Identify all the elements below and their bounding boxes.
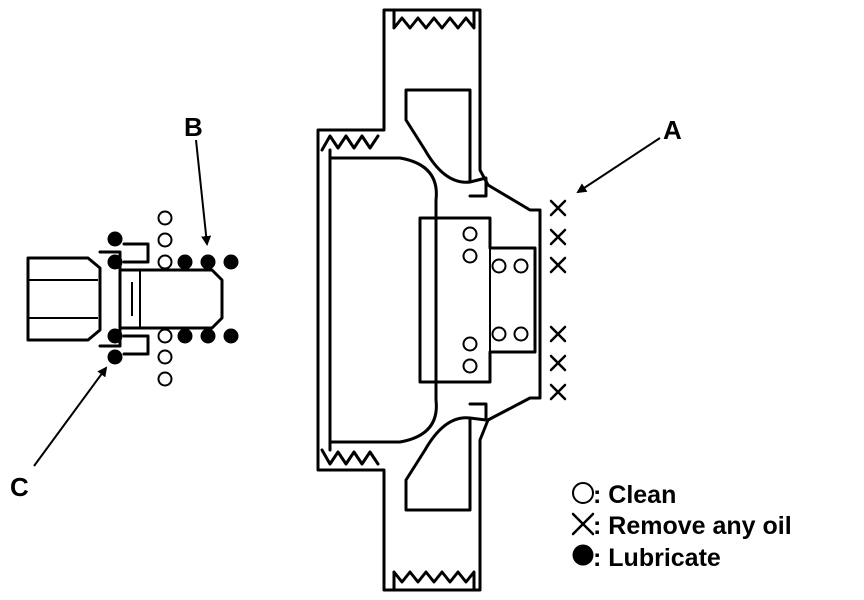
bolt-clean-points <box>157 210 173 387</box>
legend-remove-oil-symbol <box>571 512 595 536</box>
arrow-a <box>576 137 661 194</box>
arrow-c <box>33 366 108 467</box>
pulley-remove-oil-points <box>549 199 567 401</box>
callout-a: A <box>663 115 682 145</box>
arrow-b <box>195 139 212 246</box>
legend-clean-symbol <box>572 482 594 504</box>
legend-lubricate-label: : Lubricate <box>593 544 721 572</box>
legend-lubricate-symbol <box>572 544 594 566</box>
crankshaft-bolt <box>26 242 224 356</box>
bolt-lubricate-points <box>107 231 239 365</box>
callout-b: B <box>184 112 203 142</box>
legend: : Clean : Remove any oil : Lubricate <box>571 481 792 572</box>
callout-c: C <box>10 472 29 502</box>
crankshaft-pulley <box>316 8 542 592</box>
callout-arrows <box>33 137 661 467</box>
pulley-clean-points <box>462 226 529 374</box>
legend-remove-oil-label: : Remove any oil <box>593 512 792 540</box>
legend-clean-label: : Clean <box>593 481 676 509</box>
